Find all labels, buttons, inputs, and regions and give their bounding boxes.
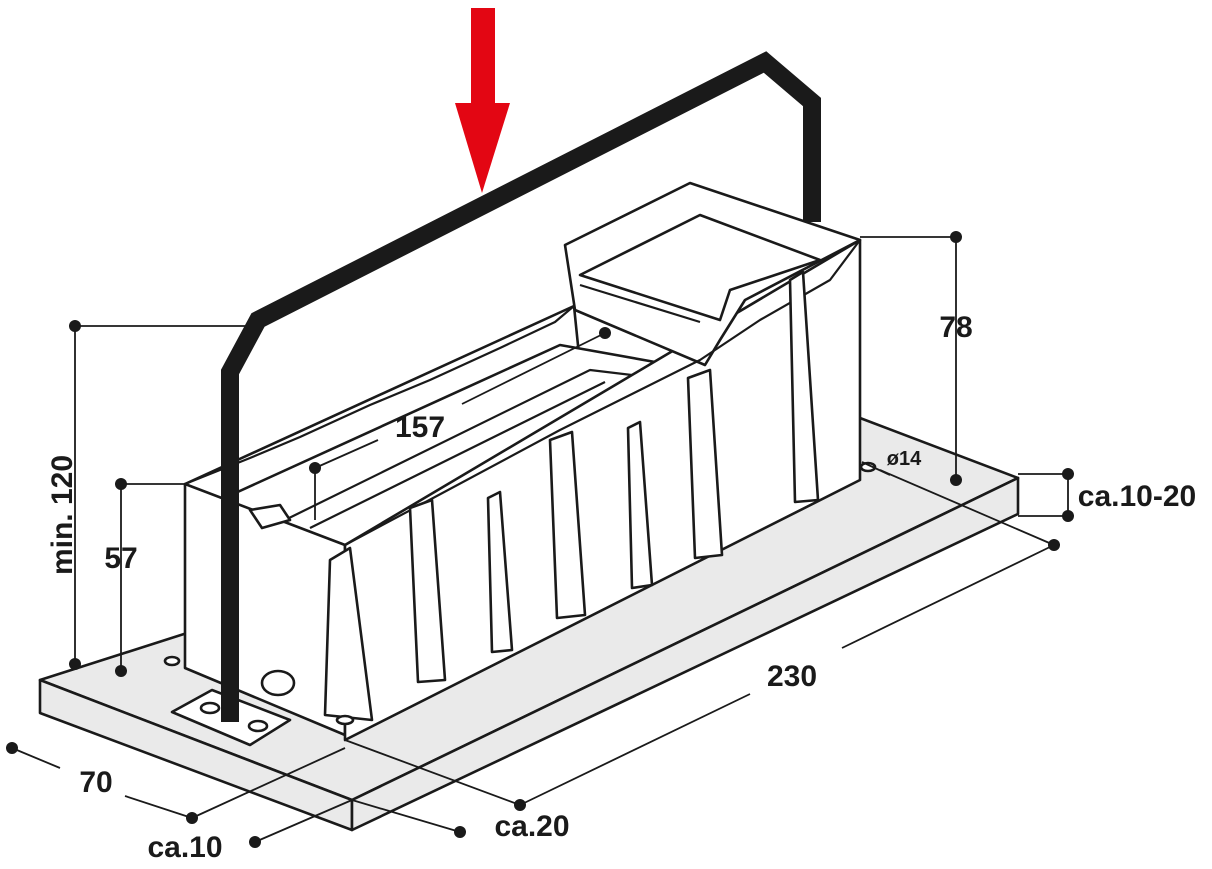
label-230: 230 bbox=[767, 660, 817, 693]
rib-2 bbox=[408, 498, 447, 684]
inner-rib-2 bbox=[309, 381, 606, 529]
hole-icon bbox=[335, 714, 355, 726]
back-rim bbox=[184, 305, 575, 486]
rib-6 bbox=[686, 368, 724, 560]
base-plate-side bbox=[350, 476, 1020, 832]
rib-7 bbox=[788, 270, 820, 504]
hole-icon bbox=[247, 719, 269, 733]
label-ca-20: ca.20 bbox=[494, 810, 569, 843]
wall-ribs bbox=[323, 270, 820, 722]
dimension-labels: 157 78 min. 120 57 ø14 ca.10-20 230 70 c… bbox=[46, 311, 1196, 864]
hole-icon bbox=[163, 655, 181, 667]
hole-icon bbox=[859, 461, 877, 473]
corner-tab bbox=[248, 503, 292, 530]
arrow-down-icon bbox=[455, 8, 510, 193]
rib-3 bbox=[486, 490, 514, 654]
label-ca-10: ca.10 bbox=[147, 831, 222, 864]
dimension-lines bbox=[6, 231, 1074, 848]
label-min-120: min. 120 bbox=[46, 455, 79, 575]
rib-5 bbox=[626, 420, 654, 590]
label-78: 78 bbox=[939, 311, 972, 344]
hole-icon bbox=[260, 669, 296, 697]
label-57: 57 bbox=[104, 542, 137, 575]
label-157: 157 bbox=[395, 411, 445, 444]
label-plate-thickness: ca.10-20 bbox=[1078, 480, 1196, 513]
rib-1 bbox=[323, 546, 374, 722]
label-diameter-14: ø14 bbox=[887, 448, 922, 470]
hole-icon bbox=[199, 701, 221, 715]
handle bbox=[221, 51, 821, 722]
end-block-inner bbox=[578, 213, 822, 322]
label-70: 70 bbox=[79, 766, 112, 799]
end-block-edge bbox=[579, 283, 701, 324]
rib-4 bbox=[548, 430, 587, 620]
